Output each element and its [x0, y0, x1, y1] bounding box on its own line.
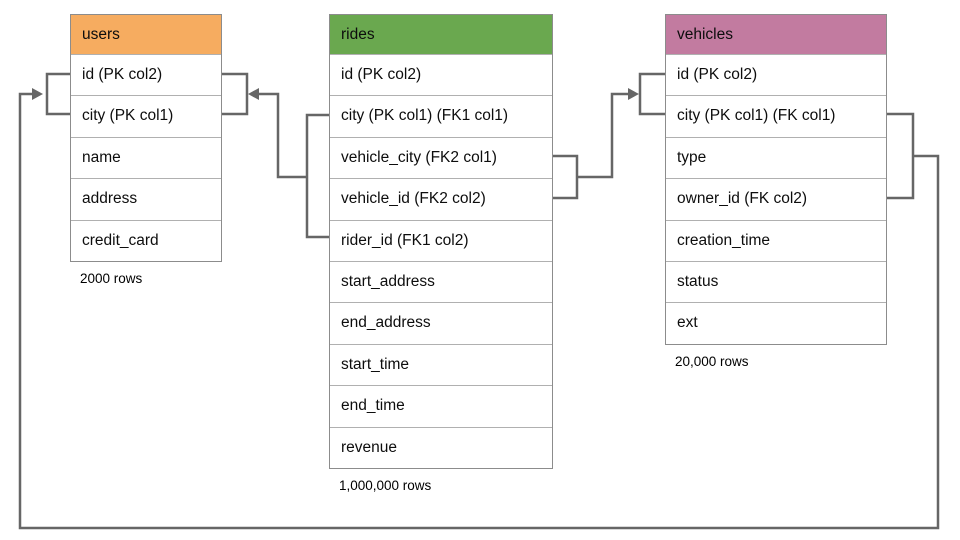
- table-rides: rides id (PK col2)city (PK col1) (FK1 co…: [329, 14, 553, 493]
- table-title: vehicles: [677, 26, 733, 43]
- table-column-row: address: [71, 178, 221, 220]
- table-column-row: owner_id (FK col2): [666, 178, 886, 220]
- fk1-connector-line: [252, 92, 307, 179]
- table-title: rides: [341, 26, 375, 43]
- table-title: users: [82, 26, 120, 43]
- table-vehicles-header: vehicles: [666, 15, 886, 54]
- users-left-bracket: [45, 72, 70, 116]
- row-count-label: 2000 rows: [80, 270, 143, 286]
- vehicles-left-bracket: [638, 72, 665, 116]
- table-column-row: start_time: [330, 343, 552, 386]
- table-vehicles-box: vehicles id (PK col2)city (PK col1) (FK …: [665, 14, 887, 345]
- table-column-row: revenue: [330, 426, 552, 468]
- table-column-row: id (PK col2): [666, 54, 886, 96]
- table-column-row: id (PK col2): [330, 54, 552, 96]
- vehicles-right-bracket: [887, 112, 915, 200]
- table-vehicles-rows: id (PK col2)city (PK col1) (FK col1)type…: [666, 54, 886, 344]
- table-column-row: creation_time: [666, 219, 886, 261]
- fk2-arrow-head: [628, 88, 639, 100]
- row-count-label: 1,000,000 rows: [339, 477, 432, 493]
- row-count-label: 20,000 rows: [675, 353, 749, 369]
- fk-loop-connector-line: [18, 92, 940, 530]
- table-column-row: city (PK col1) (FK col1): [666, 95, 886, 137]
- table-column-row: rider_id (FK1 col2): [330, 219, 552, 261]
- table-rides-rows: id (PK col2)city (PK col1) (FK1 col1)veh…: [330, 54, 552, 468]
- table-column-row: ext: [666, 302, 886, 344]
- table-column-row: start_address: [330, 260, 552, 303]
- rides-right-bracket: [552, 154, 579, 200]
- table-rides-box: rides id (PK col2)city (PK col1) (FK1 co…: [329, 14, 553, 469]
- rides-left-bracket: [305, 113, 329, 239]
- table-column-row: id (PK col2): [71, 54, 221, 96]
- table-column-row: end_time: [330, 385, 552, 427]
- table-vehicles: vehicles id (PK col2)city (PK col1) (FK …: [665, 14, 887, 369]
- table-column-row: vehicle_city (FK2 col1): [330, 136, 552, 179]
- table-rides-header: rides: [330, 15, 552, 54]
- table-column-row: type: [666, 136, 886, 179]
- fk-loop-arrow-head: [32, 88, 43, 100]
- fk2-connector-line: [577, 92, 630, 179]
- table-column-row: status: [666, 260, 886, 303]
- table-column-row: credit_card: [71, 219, 221, 261]
- table-column-row: vehicle_id (FK2 col2): [330, 178, 552, 220]
- table-column-row: end_address: [330, 302, 552, 344]
- table-users-header: users: [71, 15, 221, 54]
- table-column-row: city (PK col1): [71, 95, 221, 137]
- table-column-row: city (PK col1) (FK1 col1): [330, 95, 552, 137]
- users-right-bracket: [222, 72, 249, 116]
- table-column-row: name: [71, 136, 221, 179]
- fk1-arrow-head: [248, 88, 259, 100]
